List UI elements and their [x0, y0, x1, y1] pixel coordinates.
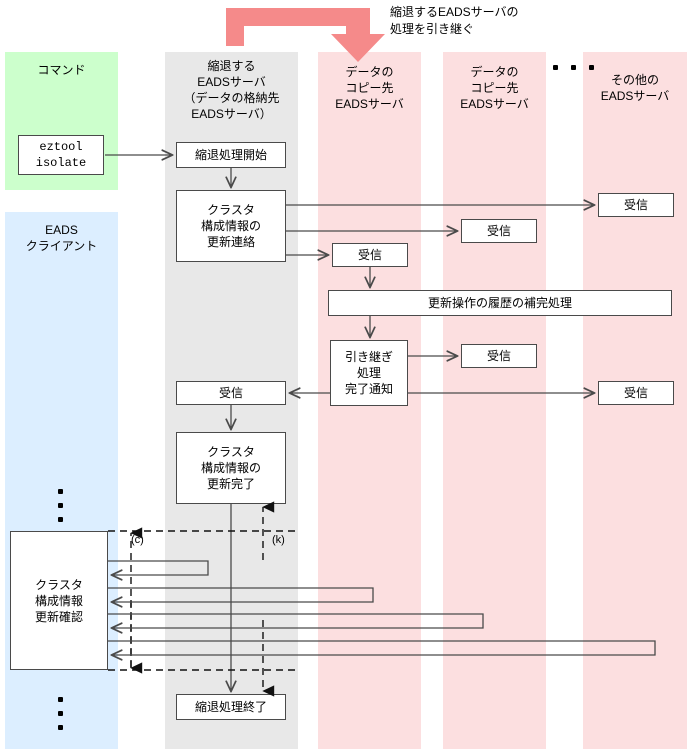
lane-copy-target-2 — [443, 52, 546, 749]
marker-c-label: (c) — [131, 534, 144, 546]
node-isolate-start[interactable]: 縮退処理開始 — [176, 142, 286, 168]
node-eztool-isolate[interactable]: eztool isolate — [18, 135, 104, 175]
lane-command-label: コマンド — [37, 63, 86, 77]
node-isolate-end[interactable]: 縮退処理終了 — [176, 694, 286, 720]
node-receive-other-1[interactable]: 受信 — [598, 193, 674, 217]
node-history-completion[interactable]: 更新操作の履歴の補完処理 — [328, 290, 672, 316]
lane-degrading-server-label: 縮退する EADSサーバ （データの格納先 EADSサーバ） — [183, 59, 280, 121]
lane-client-label: EADS クライアント — [25, 223, 98, 253]
node-takeover-complete-notify[interactable]: 引き継ぎ 処理 完了通知 — [330, 340, 408, 406]
node-receive-copy2-2[interactable]: 受信 — [461, 344, 537, 368]
node-receive-other-2[interactable]: 受信 — [598, 381, 674, 405]
lane-other-servers-label: その他の EADSサーバ — [600, 73, 670, 103]
node-receive-copy2-1[interactable]: 受信 — [461, 219, 537, 243]
node-receive-copy1-1[interactable]: 受信 — [332, 243, 408, 267]
node-receive-degrading[interactable]: 受信 — [176, 381, 286, 405]
client-ellipsis-upper — [58, 489, 63, 522]
lane-ellipsis-horizontal — [553, 65, 594, 70]
handover-note: 縮退するEADSサーバの 処理を引き継ぐ — [390, 5, 519, 36]
node-cluster-config-check[interactable]: クラスタ 構成情報 更新確認 — [10, 531, 108, 670]
node-cluster-config-updated[interactable]: クラスタ 構成情報の 更新完了 — [176, 432, 286, 504]
client-ellipsis-lower — [58, 697, 63, 730]
lane-copy-target-2-label: データの コピー先 EADSサーバ — [460, 65, 529, 111]
node-cluster-config-notify[interactable]: クラスタ 構成情報の 更新連絡 — [176, 190, 286, 262]
lane-copy-target-1-label: データの コピー先 EADSサーバ — [335, 65, 404, 111]
marker-k-label: (k) — [272, 534, 285, 546]
